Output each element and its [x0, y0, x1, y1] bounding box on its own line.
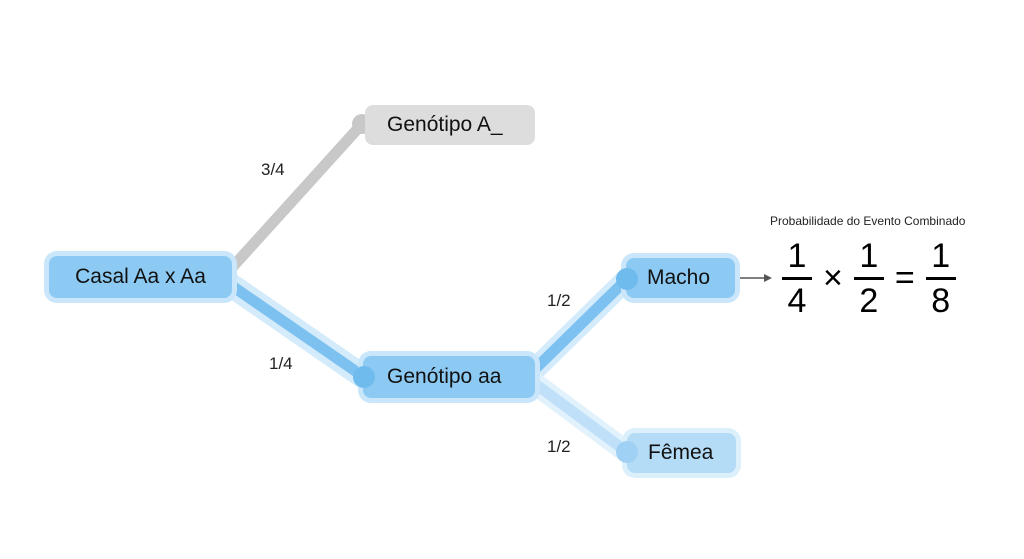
edge-label-casal-dominante: 3/4 — [261, 160, 285, 179]
equals-sign: = — [894, 258, 915, 297]
node-genotipo-dominante: Genótipo A_ — [365, 105, 535, 145]
node-femea-label: Fêmea — [648, 441, 714, 464]
node-casal-label: Casal Aa x Aa — [75, 265, 206, 288]
edge-recessivo-femea — [524, 374, 633, 458]
fraction-one-quarter: 1 4 — [781, 238, 813, 319]
fraction-bar — [782, 276, 812, 280]
fraction-denominator: 2 — [859, 281, 879, 320]
edge-casal-recessivo — [216, 273, 370, 383]
fraction-result: 1 8 — [925, 238, 957, 319]
arrow-head-icon — [764, 274, 772, 282]
fraction-numerator: 1 — [787, 236, 807, 275]
fraction-denominator: 4 — [787, 281, 807, 320]
node-macho-label: Macho — [647, 266, 711, 289]
fraction-denominator: 8 — [931, 281, 951, 320]
fraction-bar — [853, 276, 884, 280]
node-genotipo-recessivo: Genótipo aa — [363, 356, 535, 398]
combined-probability-equation: 1 4 × 1 2 = 1 8 — [781, 236, 957, 320]
multiply-sign: × — [823, 258, 843, 297]
fraction-bar — [925, 276, 956, 280]
node-macho: Macho — [626, 258, 735, 298]
edge-label-recessivo-macho: 1/2 — [547, 291, 571, 310]
node-casal: Casal Aa x Aa — [49, 256, 232, 298]
node-genotipo-dominante-label: Genótipo A_ — [387, 113, 503, 136]
fraction-one-half: 1 2 — [853, 238, 885, 319]
node-femea: Fêmea — [627, 433, 736, 473]
edge-label-recessivo-femea: 1/2 — [547, 437, 571, 456]
edge-casal-dominante — [222, 118, 368, 278]
node-genotipo-recessivo-label: Genótipo aa — [387, 365, 502, 388]
fraction-numerator: 1 — [859, 236, 879, 275]
fraction-numerator: 1 — [931, 236, 951, 275]
combined-probability-title: Probabilidade do Evento Combinado — [770, 214, 966, 228]
edge-recessivo-macho — [524, 273, 633, 380]
edge-label-casal-recessivo: 1/4 — [269, 354, 293, 373]
